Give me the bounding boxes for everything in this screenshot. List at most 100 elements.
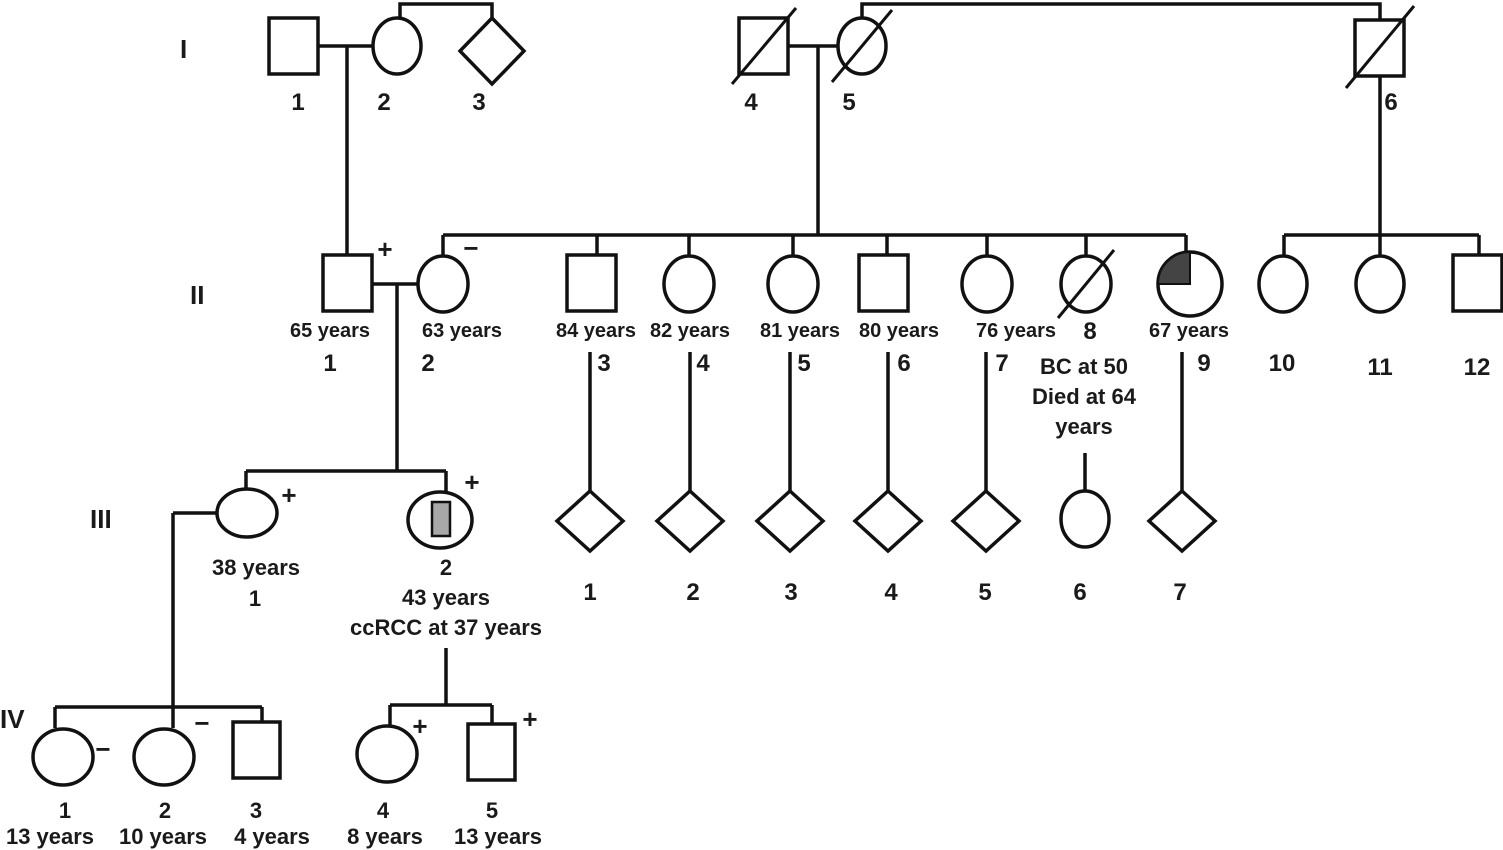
- individual-II-1: + 65 years 1: [290, 234, 393, 377]
- female-symbol: [662, 254, 716, 314]
- individual-number: 1: [291, 89, 304, 116]
- individual-I-4: 4: [730, 7, 798, 116]
- age-label: 82 years: [650, 320, 730, 342]
- test-result-sign: +: [281, 480, 296, 510]
- generation-labels: I II III IV: [0, 34, 204, 734]
- individual-number: 2: [686, 579, 699, 606]
- age-label: 65 years: [290, 320, 370, 342]
- individual-IV-2: − 2 10 years: [119, 708, 210, 849]
- male-symbol: [321, 253, 374, 313]
- unknown-sex-symbol: [1146, 488, 1218, 554]
- individual-number: 5: [842, 89, 855, 116]
- individual-III-d5: 5: [950, 488, 1022, 606]
- male-symbol: [231, 720, 282, 780]
- individual-number: 1: [583, 579, 596, 606]
- female-symbol: [355, 724, 419, 784]
- individual-number: 7: [1173, 579, 1186, 606]
- female-symbol: [31, 727, 95, 787]
- male-symbol: [466, 722, 517, 782]
- individual-number: 2: [440, 555, 452, 580]
- individual-number: 3: [250, 798, 262, 823]
- individual-number: 1: [59, 798, 71, 823]
- age-label: 38 years: [212, 555, 300, 580]
- unknown-sex-symbol: [654, 488, 726, 554]
- individual-II-8: 8 BC at 50 Died at 64 years: [1032, 249, 1137, 439]
- age-label: 81 years: [760, 320, 840, 342]
- individual-IV-4: + 4 8 years: [347, 711, 428, 849]
- male-symbol: [565, 253, 618, 313]
- individual-III-2: + 2 43 years ccRCC at 37 years: [350, 467, 542, 640]
- unknown-sex-symbol: [754, 488, 826, 554]
- female-symbol: [371, 16, 423, 76]
- diagnosis-note-line-2: Died at 64: [1032, 384, 1137, 409]
- individual-II-9: 67 years 9: [1149, 250, 1229, 377]
- individual-number: 10: [1269, 350, 1296, 377]
- individual-number: 4: [377, 798, 390, 823]
- individual-number: 7: [995, 350, 1008, 377]
- individual-number: 6: [1384, 89, 1397, 116]
- proband-marker: [430, 500, 452, 538]
- individual-I-1: 1: [267, 16, 320, 116]
- female-symbol: [960, 254, 1014, 314]
- age-label: 76 years: [976, 320, 1056, 342]
- individual-II-7: 76 years 7: [960, 254, 1056, 377]
- deceased-slash: [1056, 249, 1116, 319]
- unknown-sex-symbol: [950, 488, 1022, 554]
- individual-II-11: 11: [1354, 254, 1406, 381]
- individual-I-6: 6: [1344, 5, 1416, 116]
- test-result-sign: −: [194, 708, 209, 738]
- deceased-slash: [830, 9, 894, 83]
- individual-III-1: + 38 years 1: [212, 480, 300, 611]
- age-label: 4 years: [234, 824, 310, 849]
- individual-number: 8: [1083, 318, 1096, 345]
- diagnosis-note-line-3: years: [1055, 414, 1113, 439]
- age-label: 13 years: [454, 824, 542, 849]
- generation-1: 1 2 3 4 5 6: [267, 5, 1416, 116]
- unknown-sex-symbol: [554, 488, 626, 554]
- individual-number: 5: [978, 579, 991, 606]
- generation-label-4: IV: [0, 704, 25, 734]
- individual-number: 3: [472, 89, 485, 116]
- female-symbol: [1059, 489, 1111, 549]
- individual-II-10: 10: [1257, 254, 1309, 377]
- deceased-slash: [730, 7, 798, 85]
- test-result-sign: −: [463, 233, 478, 263]
- age-label: 67 years: [1149, 320, 1229, 342]
- affected-quadrant-shading: [1156, 250, 1191, 285]
- male-symbol: [1451, 253, 1503, 313]
- individual-number: 3: [597, 350, 610, 377]
- generation-4: − 1 13 years − 2 10 years 3 4 years + 4 …: [6, 704, 542, 849]
- individual-number: 11: [1367, 354, 1392, 381]
- female-symbol: [215, 487, 279, 539]
- individual-IV-1: − 1 13 years: [6, 727, 111, 849]
- diagnosis-note: ccRCC at 37 years: [350, 615, 542, 640]
- female-symbol: [132, 727, 196, 787]
- individual-I-3: 3: [457, 15, 527, 116]
- individual-III-d7: 7: [1146, 488, 1218, 606]
- individual-IV-5: + 5 13 years: [454, 704, 542, 849]
- individual-III-6: 6: [1059, 489, 1111, 606]
- female-symbol: [416, 254, 470, 314]
- age-label: 43 years: [402, 585, 490, 610]
- age-label: 8 years: [347, 824, 423, 849]
- generation-2: + 65 years 1 − 63 years 2 84 years 3 82 …: [290, 233, 1503, 439]
- test-result-sign: +: [522, 704, 537, 734]
- female-symbol: [1257, 254, 1309, 314]
- pedigree-lines: [53, 2, 1481, 728]
- individual-number: 4: [744, 89, 758, 116]
- individual-III-d1: 1: [554, 488, 626, 606]
- individual-II-4: 82 years 4: [650, 254, 730, 377]
- diagnosis-note-line-1: BC at 50: [1040, 354, 1128, 379]
- individual-III-d4: 4: [852, 488, 924, 606]
- generation-label-3: III: [90, 504, 112, 534]
- unknown-sex-symbol: [457, 15, 527, 87]
- test-result-sign: −: [95, 734, 110, 764]
- individual-number: 2: [377, 89, 390, 116]
- female-symbol: [766, 254, 820, 314]
- individual-number: 6: [897, 350, 910, 377]
- individual-II-3: 84 years 3: [556, 253, 636, 377]
- test-result-sign: +: [377, 234, 392, 264]
- deceased-slash: [1344, 5, 1416, 89]
- individual-number: 5: [486, 798, 498, 823]
